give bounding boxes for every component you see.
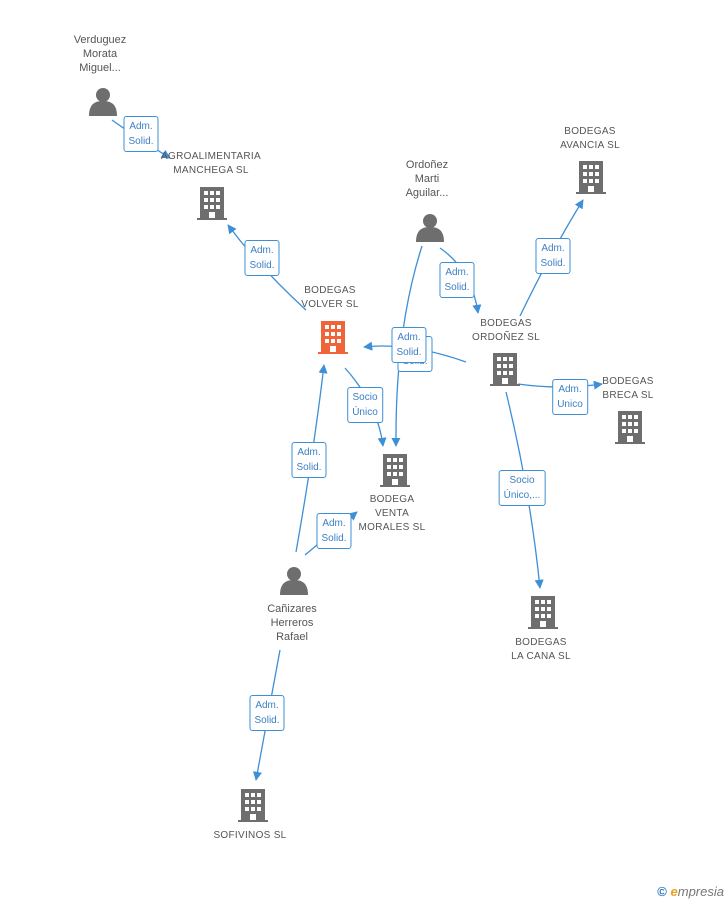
relation-badge[interactable]: Adm. Solid. — [316, 513, 352, 549]
building-icon[interactable] — [380, 454, 410, 487]
node-label-bodegas-volver[interactable]: BODEGAS VOLVER SL — [301, 285, 359, 310]
person-icon[interactable] — [89, 88, 117, 116]
node-label-bodegas-avancia[interactable]: BODEGAS AVANCIA SL — [560, 126, 620, 151]
relation-badge[interactable]: Adm. Solid. — [291, 442, 327, 478]
node-label-verduguez[interactable]: Verduguez Morata Miguel... — [73, 34, 127, 74]
relation-badge[interactable]: Adm. Solid. — [249, 695, 285, 731]
relation-badge[interactable]: Adm. Solid. — [391, 327, 427, 363]
relation-badge[interactable]: Socio Único,... — [498, 470, 546, 506]
relation-badge[interactable]: Adm. Solid. — [123, 116, 159, 152]
copyright-icon: © — [657, 884, 667, 899]
node-label-sofivinos[interactable]: SOFIVINOS SL — [213, 830, 287, 841]
building-icon[interactable] — [490, 353, 520, 386]
building-icon[interactable] — [318, 321, 348, 354]
node-label-canizares[interactable]: Cañizares Herreros Rafael — [267, 603, 317, 643]
relation-badge[interactable]: Adm. Solid. — [535, 238, 571, 274]
node-label-bodegas-la-cana[interactable]: BODEGAS LA CANA SL — [511, 637, 571, 662]
relation-badge[interactable]: Adm. Unico — [552, 379, 588, 415]
building-icon[interactable] — [615, 411, 645, 444]
relation-badge[interactable]: Socio Único — [347, 387, 383, 423]
node-label-bodega-venta[interactable]: BODEGA VENTA MORALES SL — [358, 494, 426, 533]
person-icon[interactable] — [280, 567, 308, 595]
node-label-agroalimentaria[interactable]: AGROALIMENTARIA MANCHEGA SL — [161, 151, 261, 176]
building-icon[interactable] — [576, 161, 606, 194]
building-icon[interactable] — [197, 187, 227, 220]
brand-name: mpresia — [677, 884, 724, 899]
relation-badge[interactable]: Adm. Solid. — [244, 240, 280, 276]
node-label-ordonez-marti[interactable]: Ordoñez Marti Aguilar... — [405, 159, 449, 199]
brand-logo: © empresia — [657, 884, 724, 899]
person-icon[interactable] — [416, 214, 444, 242]
building-icon[interactable] — [528, 596, 558, 629]
relation-badge[interactable]: Adm. Solid. — [439, 262, 475, 298]
node-label-bodegas-ordonez[interactable]: BODEGAS ORDOÑEZ SL — [471, 318, 541, 343]
building-icon[interactable] — [238, 789, 268, 822]
node-label-bodegas-breca[interactable]: BODEGAS BRECA SL — [602, 376, 654, 401]
brand-initial: e — [670, 884, 678, 899]
